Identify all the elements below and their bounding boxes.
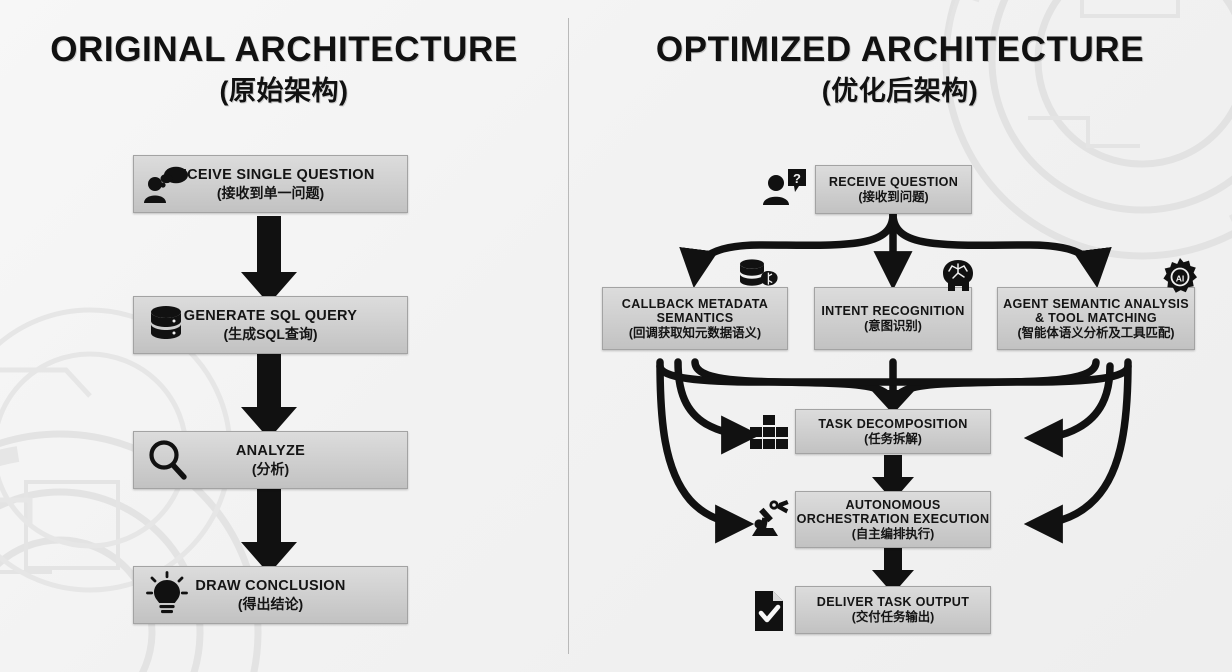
left-feedback-group xyxy=(656,358,761,544)
right-panel-title-en: OPTIMIZED ARCHITECTURE xyxy=(655,30,1145,69)
node-label-en: RECEIVE QUESTION xyxy=(828,174,959,189)
node-autonomous-orchestration-execution[interactable]: AUTONOMOUS ORCHESTRATION EXECUTION (自主编排… xyxy=(795,491,991,548)
node-label-en: RECEIVE SINGLE QUESTION xyxy=(166,166,375,183)
node-label-zh: (接收到单一问题) xyxy=(216,185,325,202)
node-label-zh: (接收到问题) xyxy=(858,189,929,204)
node-task-decomposition[interactable]: TASK DECOMPOSITION (任务拆解) xyxy=(795,409,991,454)
node-draw-conclusion[interactable]: DRAW CONCLUSION (得出结论) xyxy=(133,566,408,624)
node-intent-recognition[interactable]: INTENT RECOGNITION (意图识别) xyxy=(814,287,972,350)
left-arrow-3 xyxy=(241,486,297,574)
node-label-en: ANALYZE xyxy=(235,442,306,459)
feedback-right-outer xyxy=(1023,358,1132,544)
node-agent-semantic-analysis[interactable]: AGENT SEMANTIC ANALYSIS & TOOL MATCHING … xyxy=(997,287,1195,350)
left-arrow-2 xyxy=(241,351,297,439)
node-generate-sql-query[interactable]: GENERATE SQL QUERY (生成SQL查询) xyxy=(133,296,408,354)
node-label-en: AUTONOMOUS ORCHESTRATION EXECUTION xyxy=(796,497,990,526)
fanout-left xyxy=(679,210,897,289)
lower-chain-arrow-group xyxy=(872,455,914,594)
right-panel-title: OPTIMIZED ARCHITECTURE (优化后架构) xyxy=(568,30,1232,107)
node-label-zh: (自主编排执行) xyxy=(851,526,935,541)
node-label-en: INTENT RECOGNITION xyxy=(821,303,965,318)
node-callback-metadata-semantics[interactable]: CALLBACK METADATA SEMANTICS (回调获取知元数据语义) xyxy=(602,287,788,350)
node-receive-question[interactable]: RECEIVE QUESTION (接收到问题) xyxy=(815,165,972,214)
node-label-zh: (智能体语义分析及工具匹配) xyxy=(1017,325,1175,340)
node-label-en: DELIVER TASK OUTPUT xyxy=(816,595,970,610)
feedback-right-inner xyxy=(1023,362,1114,458)
panel-divider xyxy=(568,18,569,654)
node-label-zh: (意图识别) xyxy=(864,318,922,333)
node-label-zh: (回调获取知元数据语义) xyxy=(628,325,762,340)
node-label-en: GENERATE SQL QUERY xyxy=(183,307,358,324)
node-label-en: CALLBACK METADATA SEMANTICS xyxy=(621,296,769,325)
right-feedback-group xyxy=(1023,358,1132,544)
node-label-zh: (生成SQL查询) xyxy=(223,326,318,343)
node-deliver-task-output[interactable]: DELIVER TASK OUTPUT (交付任务输出) xyxy=(795,586,991,634)
converge-arrowhead xyxy=(871,390,915,414)
feedback-top-bridge xyxy=(656,362,1132,386)
node-label-en: DRAW CONCLUSION xyxy=(195,577,346,594)
node-label-en: AGENT SEMANTIC ANALYSIS & TOOL MATCHING xyxy=(1003,296,1189,325)
feedback-left-inner xyxy=(674,358,761,455)
fanout-arrow-group xyxy=(679,210,1112,291)
left-arrow-1 xyxy=(241,216,297,304)
left-panel-title: ORIGINAL ARCHITECTURE (原始架构) xyxy=(0,30,568,107)
right-panel-title-zh: (优化后架构) xyxy=(821,76,979,107)
node-label-zh: (分析) xyxy=(251,461,290,478)
node-analyze[interactable]: ANALYZE (分析) xyxy=(133,431,408,489)
node-label-zh: (交付任务输出) xyxy=(851,610,935,625)
left-panel-title-en: ORIGINAL ARCHITECTURE xyxy=(50,30,518,69)
fanout-right xyxy=(889,210,1112,289)
left-flow-arrow-group xyxy=(241,216,297,574)
chain-arrow-2 xyxy=(872,548,914,594)
node-label-zh: (得出结论) xyxy=(237,596,304,613)
feedback-left-outer xyxy=(656,358,755,544)
node-receive-single-question[interactable]: RECEIVE SINGLE QUESTION (接收到单一问题) xyxy=(133,155,408,213)
left-panel-title-zh: (原始架构) xyxy=(219,76,349,107)
chain-arrow-1 xyxy=(872,455,914,501)
node-label-en: TASK DECOMPOSITION xyxy=(818,416,968,431)
node-label-zh: (任务拆解) xyxy=(864,431,922,446)
